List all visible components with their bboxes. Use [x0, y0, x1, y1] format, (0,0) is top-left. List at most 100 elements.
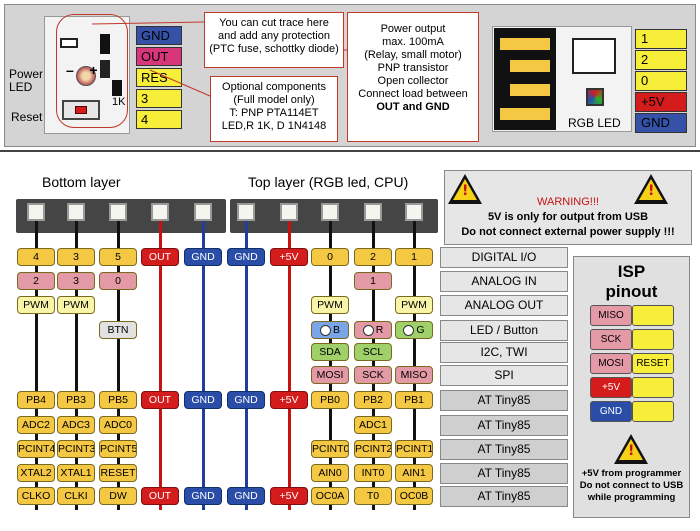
legend-row-0: DIGITAL I/O [440, 247, 568, 268]
connector-pad-1 [67, 203, 85, 221]
transistor-component [100, 34, 110, 54]
cpu-chip-icon [572, 38, 616, 74]
connector-pad-6 [280, 203, 298, 221]
pin-label-8-4: SCK [354, 366, 392, 384]
pin-label-9-7: OC0B [395, 487, 433, 505]
pin-label-6-1: +5V [270, 391, 308, 409]
right-pin-0: 1 [635, 29, 687, 49]
pin-label-9-4: PB1 [395, 391, 433, 409]
top-layer-heading: Top layer (RGB led, CPU) [248, 174, 409, 190]
pin-label-7-5: PB0 [311, 391, 349, 409]
power-led-icon [76, 66, 96, 86]
diode-component [100, 60, 110, 78]
pin-label-7-4: MOSI [311, 366, 349, 384]
pin-label-9-2: G [395, 321, 433, 339]
callout-optional: Optional components (Full model only) T:… [210, 76, 338, 142]
pin-label-2-5: PCINT5 [99, 440, 137, 458]
pin-label-8-6: ADC1 [354, 416, 392, 434]
pin-label-3-1: OUT [141, 391, 179, 409]
rgb-led-icon [586, 88, 604, 106]
pin-label-1-7: CLKI [57, 487, 95, 505]
connector-pad-8 [364, 203, 382, 221]
pin-label-1-2: PWM [57, 296, 95, 314]
isp-pin-left-2: MOSI [590, 353, 632, 374]
reset-label: Reset [11, 110, 43, 124]
connector-pad-2 [109, 203, 127, 221]
pin-label-8-2: R [354, 321, 392, 339]
isp-pin-left-1: SCK [590, 329, 632, 350]
pin-label-5-0: GND [227, 248, 265, 266]
wire-1 [75, 221, 78, 510]
wire-0 [35, 221, 38, 510]
legend-row-5: SPI [440, 365, 568, 386]
pin-label-2-3: PB5 [99, 391, 137, 409]
pin-label-3-0: OUT [141, 248, 179, 266]
usb-contacts [494, 28, 556, 130]
pin-label-9-6: AIN1 [395, 464, 433, 482]
resistor-component [112, 80, 122, 96]
warning-icon-right: ! [634, 174, 668, 204]
left-pin-3: 3 [136, 89, 182, 108]
pin-label-2-6: RESET [99, 464, 137, 482]
isp-warning-icon: ! [614, 434, 648, 464]
wire-9 [413, 221, 416, 510]
pin-label-2-1: 0 [99, 272, 137, 290]
right-pin-4: GND [635, 113, 687, 133]
wire-8 [372, 221, 375, 510]
legend-row-10: AT Tiny85 [440, 486, 568, 507]
wire-5 [245, 221, 248, 510]
pin-label-4-2: GND [184, 487, 222, 505]
pin-label-8-9: T0 [354, 487, 392, 505]
led-dot-icon [362, 324, 374, 336]
pin-label-5-2: GND [227, 487, 265, 505]
pin-label-7-3: SDA [311, 343, 349, 361]
pin-label-8-3: SCL [354, 343, 392, 361]
isp-pin-right-1 [632, 329, 674, 350]
pin-label-3-2: OUT [141, 487, 179, 505]
legend-row-4: I2C, TWI [440, 342, 568, 363]
warning-title: WARNING!!! [537, 196, 599, 208]
smd-component-top [60, 38, 78, 48]
wire-3 [159, 221, 162, 510]
pin-label-2-2: BTN [99, 321, 137, 339]
warning-icon-left: ! [448, 174, 482, 204]
pin-label-9-3: MISO [395, 366, 433, 384]
pin-label-8-0: 2 [354, 248, 392, 266]
pin-label-0-5: PCINT4 [17, 440, 55, 458]
isp-title: ISP pinout [605, 262, 658, 301]
pin-label-1-1: 3 [57, 272, 95, 290]
legend-row-2: ANALOG OUT [440, 295, 568, 316]
right-pin-2: 0 [635, 71, 687, 91]
left-pin-1: OUT [136, 47, 182, 66]
pin-label-7-6: PCINT0 [311, 440, 349, 458]
isp-pin-left-3: +5V [590, 377, 632, 398]
pin-label-7-7: AIN0 [311, 464, 349, 482]
power-led-label: Power LED [9, 67, 44, 94]
pin-label-1-6: XTAL1 [57, 464, 95, 482]
resistor-label: 1K [112, 96, 126, 108]
pin-label-9-0: 1 [395, 248, 433, 266]
bottom-layer-heading: Bottom layer [42, 174, 121, 190]
pin-label-7-2: B [311, 321, 349, 339]
isp-pin-right-4 [632, 401, 674, 422]
isp-pin-left-0: MISO [590, 305, 632, 326]
polarity-marks: – + [66, 62, 98, 78]
connector-pad-3 [151, 203, 169, 221]
pin-label-text: G [416, 324, 425, 336]
right-pin-3: +5V [635, 92, 687, 112]
legend-row-3: LED / Button [440, 320, 568, 341]
pin-label-0-0: 4 [17, 248, 55, 266]
isp-pin-right-0 [632, 305, 674, 326]
isp-pin-left-4: GND [590, 401, 632, 422]
pin-label-2-4: ADC0 [99, 416, 137, 434]
callout-power-output: Power output max. 100mA (Relay, small mo… [347, 12, 479, 142]
pin-label-6-0: +5V [270, 248, 308, 266]
pin-label-0-4: ADC2 [17, 416, 55, 434]
pin-label-1-3: PB3 [57, 391, 95, 409]
wire-7 [329, 221, 332, 510]
left-pin-0: GND [136, 26, 182, 45]
isp-pin-right-2: RESET [632, 353, 674, 374]
wire-6 [288, 221, 291, 510]
pin-label-8-5: PB2 [354, 391, 392, 409]
connector-pad-9 [405, 203, 423, 221]
